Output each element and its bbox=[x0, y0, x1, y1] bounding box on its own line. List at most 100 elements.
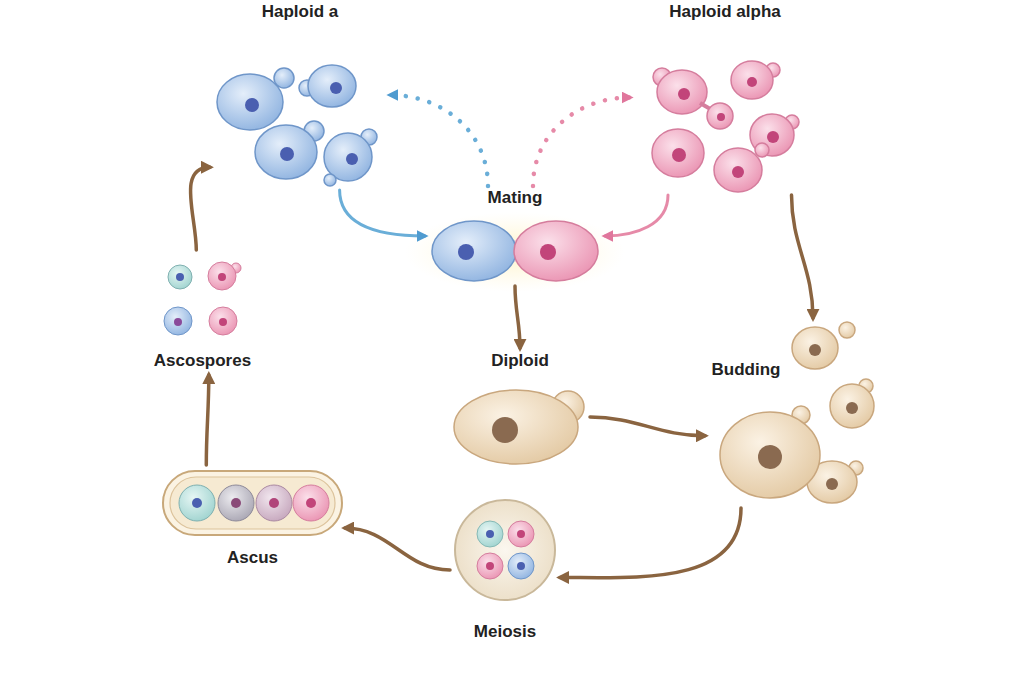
haploid-alpha-cells-part bbox=[731, 61, 773, 99]
mating-cells bbox=[405, 212, 625, 292]
stage-node: Budding bbox=[705, 318, 885, 508]
cycle-arrow bbox=[206, 375, 209, 465]
budding-cells bbox=[720, 322, 874, 503]
stage-label: Ascospores bbox=[140, 351, 265, 371]
ascus-sac-part bbox=[231, 498, 241, 508]
haploid-alpha-cells-part bbox=[707, 103, 733, 129]
haploid-a-cells-part-part bbox=[346, 153, 358, 165]
mating-cells-part bbox=[432, 221, 516, 281]
budding-cells-part-part bbox=[846, 402, 858, 414]
stage-label: Haploid a bbox=[210, 2, 390, 22]
stage-label: Mating bbox=[425, 188, 605, 208]
haploid-alpha-cells-part bbox=[750, 114, 794, 156]
meiosis-cell-part bbox=[486, 530, 494, 538]
haploid-a-cells bbox=[217, 65, 377, 186]
cycle-arrow bbox=[560, 508, 741, 578]
stage-label: Diploid bbox=[450, 351, 590, 371]
cycle-arrow bbox=[345, 528, 450, 570]
haploid-alpha-cells-part-part bbox=[767, 131, 779, 143]
cycle-arrow bbox=[792, 195, 814, 318]
stage-node: Ascospores bbox=[140, 250, 265, 375]
mating-cells-part bbox=[405, 212, 625, 292]
ascospore-cells-part bbox=[218, 273, 226, 281]
ascospore-cells-part bbox=[208, 262, 236, 290]
haploid-alpha-cells-part-part bbox=[747, 77, 757, 87]
haploid-alpha-cells bbox=[652, 61, 799, 192]
meiosis-cell-part bbox=[486, 562, 494, 570]
stage-node: Meiosis bbox=[450, 495, 560, 645]
budding-cells-part bbox=[839, 322, 855, 338]
meiosis-cell-part bbox=[455, 500, 555, 600]
ascus-sac-part bbox=[293, 485, 329, 521]
haploid-a-cells-part bbox=[308, 65, 356, 107]
meiosis-cell-part bbox=[508, 521, 534, 547]
stage-node: Mating bbox=[425, 186, 605, 286]
diploid-cell-part bbox=[454, 390, 578, 464]
haploid-alpha-cells-part bbox=[652, 129, 704, 177]
stage-label: Haploid alpha bbox=[630, 2, 820, 22]
ascus-sac-part bbox=[192, 498, 202, 508]
haploid-alpha-cells-part-part bbox=[672, 148, 686, 162]
stage-label: Ascus bbox=[160, 548, 345, 568]
haploid-a-cells-part bbox=[245, 82, 358, 165]
budding-cells-part-part bbox=[826, 478, 838, 490]
haploid-alpha-cells-part bbox=[657, 70, 707, 114]
ascus-sac bbox=[163, 471, 342, 535]
ascospore-cells-part bbox=[164, 307, 192, 335]
signal-arrow bbox=[390, 95, 488, 186]
budding-cells-part bbox=[830, 384, 874, 428]
haploid-a-cells-part bbox=[255, 125, 317, 179]
stage-node: Diploid bbox=[450, 348, 590, 463]
haploid-a-cells-part bbox=[324, 174, 336, 186]
stage-label: Budding bbox=[705, 360, 787, 380]
signal-arrow bbox=[533, 98, 630, 187]
diploid-cell-part bbox=[492, 417, 518, 443]
haploid-alpha-cells-part-part bbox=[732, 166, 744, 178]
stage-node: Haploid alpha bbox=[630, 0, 820, 195]
meiosis-cell-part bbox=[477, 521, 503, 547]
ascus-sac-part bbox=[170, 477, 335, 529]
ascus-sac-part bbox=[256, 485, 292, 521]
haploid-a-cells-part bbox=[217, 74, 283, 130]
diploid-cell bbox=[454, 390, 584, 464]
ascus-sac-part bbox=[218, 485, 254, 521]
ascus-sac-part bbox=[179, 485, 215, 521]
haploid-a-cells-part-part bbox=[280, 147, 294, 161]
budding-cells-part-part bbox=[809, 344, 821, 356]
haploid-a-cells-part-part bbox=[245, 98, 259, 112]
meiosis-cell-part bbox=[477, 553, 503, 579]
cycle-arrow bbox=[340, 190, 425, 236]
mating-cells-part bbox=[514, 221, 598, 281]
ascospore-cells-part bbox=[174, 318, 182, 326]
meiosis-cell-part bbox=[508, 553, 534, 579]
ascospore-cells-part bbox=[209, 307, 237, 335]
mating-cells-part bbox=[540, 244, 556, 260]
ascospore-cells-part bbox=[219, 318, 227, 326]
stage-node: Ascus bbox=[160, 465, 345, 570]
ascospore-cells-part bbox=[168, 265, 192, 289]
cycle-arrow bbox=[590, 417, 705, 436]
budding-cells-part bbox=[792, 327, 838, 369]
haploid-alpha-cells-part-part bbox=[717, 113, 725, 121]
meiosis-cell-part bbox=[517, 562, 525, 570]
ascospore-cells-part bbox=[176, 273, 184, 281]
haploid-a-cells-part-part bbox=[330, 82, 342, 94]
stage-label: Meiosis bbox=[450, 622, 560, 642]
ascus-sac-part bbox=[269, 498, 279, 508]
haploid-alpha-cells-part bbox=[714, 148, 762, 192]
meiosis-cell bbox=[455, 500, 555, 600]
cycle-arrow bbox=[605, 195, 668, 236]
haploid-alpha-cells-part bbox=[755, 143, 769, 157]
mating-cells-part bbox=[458, 244, 474, 260]
budding-cells-part bbox=[720, 412, 820, 498]
stage-node: Haploid a bbox=[210, 0, 390, 190]
haploid-alpha-cells-part-part bbox=[678, 88, 690, 100]
ascospore-cells bbox=[164, 262, 241, 335]
budding-cells-part-part bbox=[758, 445, 782, 469]
ascus-sac-part bbox=[163, 471, 342, 535]
cycle-arrow bbox=[190, 167, 210, 250]
ascus-sac-part bbox=[306, 498, 316, 508]
